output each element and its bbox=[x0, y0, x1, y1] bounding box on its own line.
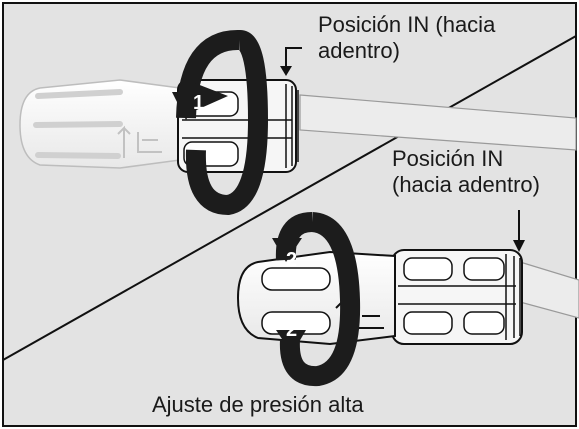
step1-up-arrow-glyph bbox=[117, 125, 131, 158]
step1-position-label: Posición IN (hacia adentro) bbox=[318, 12, 495, 64]
step1-hose bbox=[299, 94, 577, 151]
step-number-2-bottom: 2 bbox=[286, 319, 297, 341]
step1-position-label-line2: adentro) bbox=[318, 38, 400, 63]
diagonal-divider bbox=[2, 35, 577, 361]
step2-rotate-arrow bbox=[272, 212, 361, 387]
step2-position-pointer bbox=[513, 210, 525, 252]
step-number-1: 1 bbox=[193, 92, 204, 114]
step2-position-label: Posición IN (hacia adentro) bbox=[392, 146, 540, 198]
step2-position-label-line1: Posición IN bbox=[392, 146, 504, 171]
step2-position-label-line2: (hacia adentro) bbox=[392, 172, 540, 197]
caption: Ajuste de presión alta bbox=[152, 392, 364, 417]
step1-position-label-line1: Posición IN (hacia bbox=[318, 12, 496, 37]
step1-position-pointer bbox=[280, 47, 302, 76]
step-number-2-top: 2 bbox=[286, 249, 297, 271]
step1-rotate-arrow bbox=[172, 30, 269, 216]
